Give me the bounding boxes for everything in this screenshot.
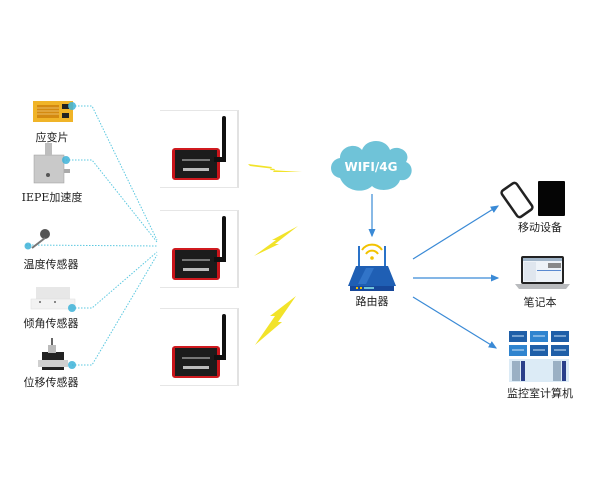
acquisition-unit-panel xyxy=(160,308,239,386)
wireless-data-logger-icon xyxy=(172,248,220,280)
sensor-label: IEPE加速度 xyxy=(21,191,83,204)
client-label: 笔记本 xyxy=(523,296,557,309)
router-label: 路由器 xyxy=(355,295,389,308)
monitoring-room-icon xyxy=(509,331,569,382)
acquisition-unit-panel xyxy=(160,210,239,288)
client-label: 监控室计算机 xyxy=(507,387,573,400)
sensor-label: 倾角传感器 xyxy=(23,317,79,330)
client-label: 移动设备 xyxy=(518,221,562,234)
sensor-link-strain xyxy=(72,105,158,241)
sensor-label: 应变片 xyxy=(35,131,69,144)
strain-gauge-icon xyxy=(33,101,76,122)
wireless-data-logger-icon xyxy=(172,346,220,378)
antenna-icon xyxy=(222,314,226,360)
sensor-link-temperature xyxy=(25,244,158,247)
wireless-bolt-icon xyxy=(254,226,298,256)
sensor-link-inclinometer xyxy=(72,251,158,309)
network-label: WIFI/4G xyxy=(345,160,398,174)
inclinometer-icon xyxy=(30,287,76,312)
router-to-mobile-arrow xyxy=(412,205,500,260)
laptop-icon xyxy=(515,256,570,289)
sensor-label: 温度传感器 xyxy=(23,258,79,271)
accelerometer-icon xyxy=(33,143,70,184)
sensor-label: 位移传感器 xyxy=(23,376,79,389)
displacement-sensor-icon xyxy=(38,338,76,370)
temperature-sensor-icon xyxy=(24,229,50,250)
acquisition-unit-panel xyxy=(160,110,239,188)
sensor-link-displacement xyxy=(72,254,158,366)
cloud-icon xyxy=(331,141,412,191)
antenna-icon xyxy=(222,116,226,162)
router-icon xyxy=(348,243,396,291)
antenna-icon xyxy=(222,216,226,262)
wireless-bolt-icon xyxy=(255,296,296,345)
router-to-monitor-arrow xyxy=(412,296,498,349)
wireless-data-logger-icon xyxy=(172,148,220,180)
wireless-bolt-icon xyxy=(248,164,302,172)
mobile-devices-icon xyxy=(500,181,565,219)
